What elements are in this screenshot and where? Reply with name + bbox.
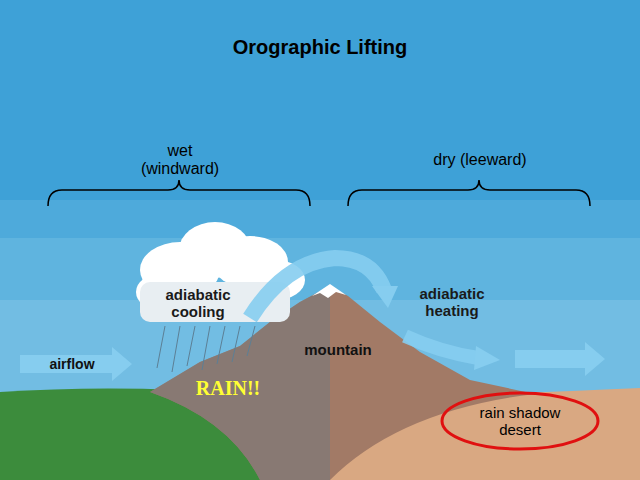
region-label: dry (leeward) <box>430 151 530 169</box>
diagram-title: Orographic Lifting <box>233 36 407 59</box>
process-label: adiabatic cooling <box>152 286 244 321</box>
sky-band <box>0 238 640 480</box>
rain-streaks <box>157 326 255 372</box>
ellipse-outline <box>442 393 598 449</box>
rain-label: RAIN!! <box>196 377 260 400</box>
region-name: rain shadow desert <box>470 404 570 439</box>
arrow-head <box>474 346 500 370</box>
desert-ellipse: rain shadow desert <box>440 391 600 451</box>
leeward-bracket <box>348 180 590 206</box>
arrow-head <box>372 286 398 308</box>
airflow-label: airflow <box>49 356 94 372</box>
windward-bracket <box>48 180 310 206</box>
outflow-arrow <box>515 342 605 376</box>
airflow-arrow <box>20 347 132 381</box>
region-label: wet (windward) <box>130 142 230 179</box>
process-label: adiabatic heating <box>406 285 498 320</box>
snow-cap <box>312 284 346 298</box>
mountain-label: mountain <box>304 341 372 358</box>
sinking-air-arrow <box>405 336 478 358</box>
rising-air-arrow <box>250 258 384 318</box>
sky-band <box>0 200 640 480</box>
